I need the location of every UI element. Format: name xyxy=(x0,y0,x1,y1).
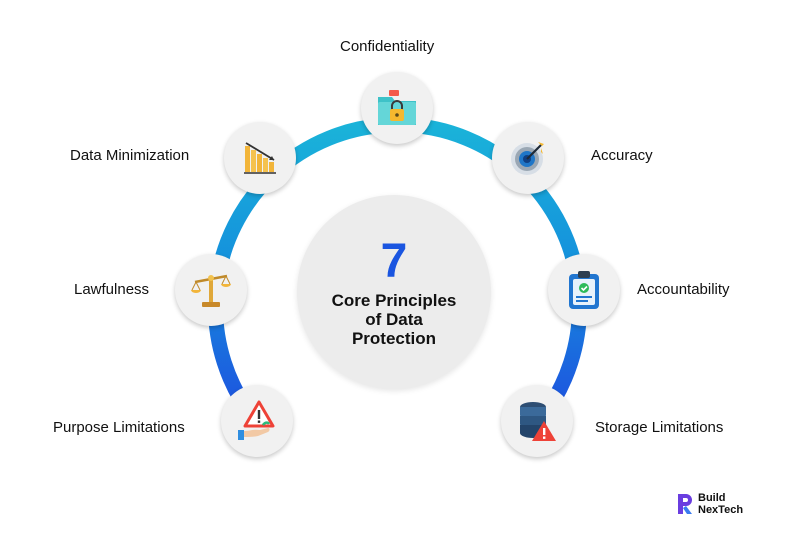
center-circle: 7 Core Principles of Data Protection xyxy=(297,195,491,389)
label-purpose-limitations: Purpose Limitations xyxy=(53,419,185,436)
hand-warning-icon xyxy=(238,400,275,440)
scales-icon xyxy=(191,274,231,307)
target-icon xyxy=(511,142,544,175)
node-data-minimization xyxy=(224,122,296,194)
label-confidentiality: Confidentiality xyxy=(340,38,435,55)
folder-lock-icon xyxy=(378,90,416,125)
label-accuracy: Accuracy xyxy=(591,147,653,164)
label-accountability: Accountability xyxy=(637,281,730,298)
principles-count: 7 xyxy=(380,234,408,288)
label-lawfulness: Lawfulness xyxy=(74,281,150,298)
node-accountability xyxy=(548,254,620,326)
decreasing-bars-icon xyxy=(244,142,276,174)
database-warning-icon xyxy=(520,402,556,441)
center-title: Core Principles of Data Protection xyxy=(331,290,457,348)
brand-logo: Build NexTech xyxy=(676,492,743,516)
clipboard-check-icon xyxy=(569,271,599,309)
node-accuracy xyxy=(492,122,564,194)
brand-line-2: NexTech xyxy=(698,504,744,516)
node-confidentiality xyxy=(361,72,433,144)
brand-line-1: Build xyxy=(698,492,726,504)
brand-text: Build NexTech xyxy=(698,492,743,516)
label-storage-limitations: Storage Limitations xyxy=(595,419,724,436)
label-data-minimization: Data Minimization xyxy=(70,147,190,164)
brand-mark-icon xyxy=(678,494,692,514)
node-storage-limitations xyxy=(501,385,573,457)
node-purpose-limitations xyxy=(221,385,293,457)
node-lawfulness xyxy=(175,254,247,326)
